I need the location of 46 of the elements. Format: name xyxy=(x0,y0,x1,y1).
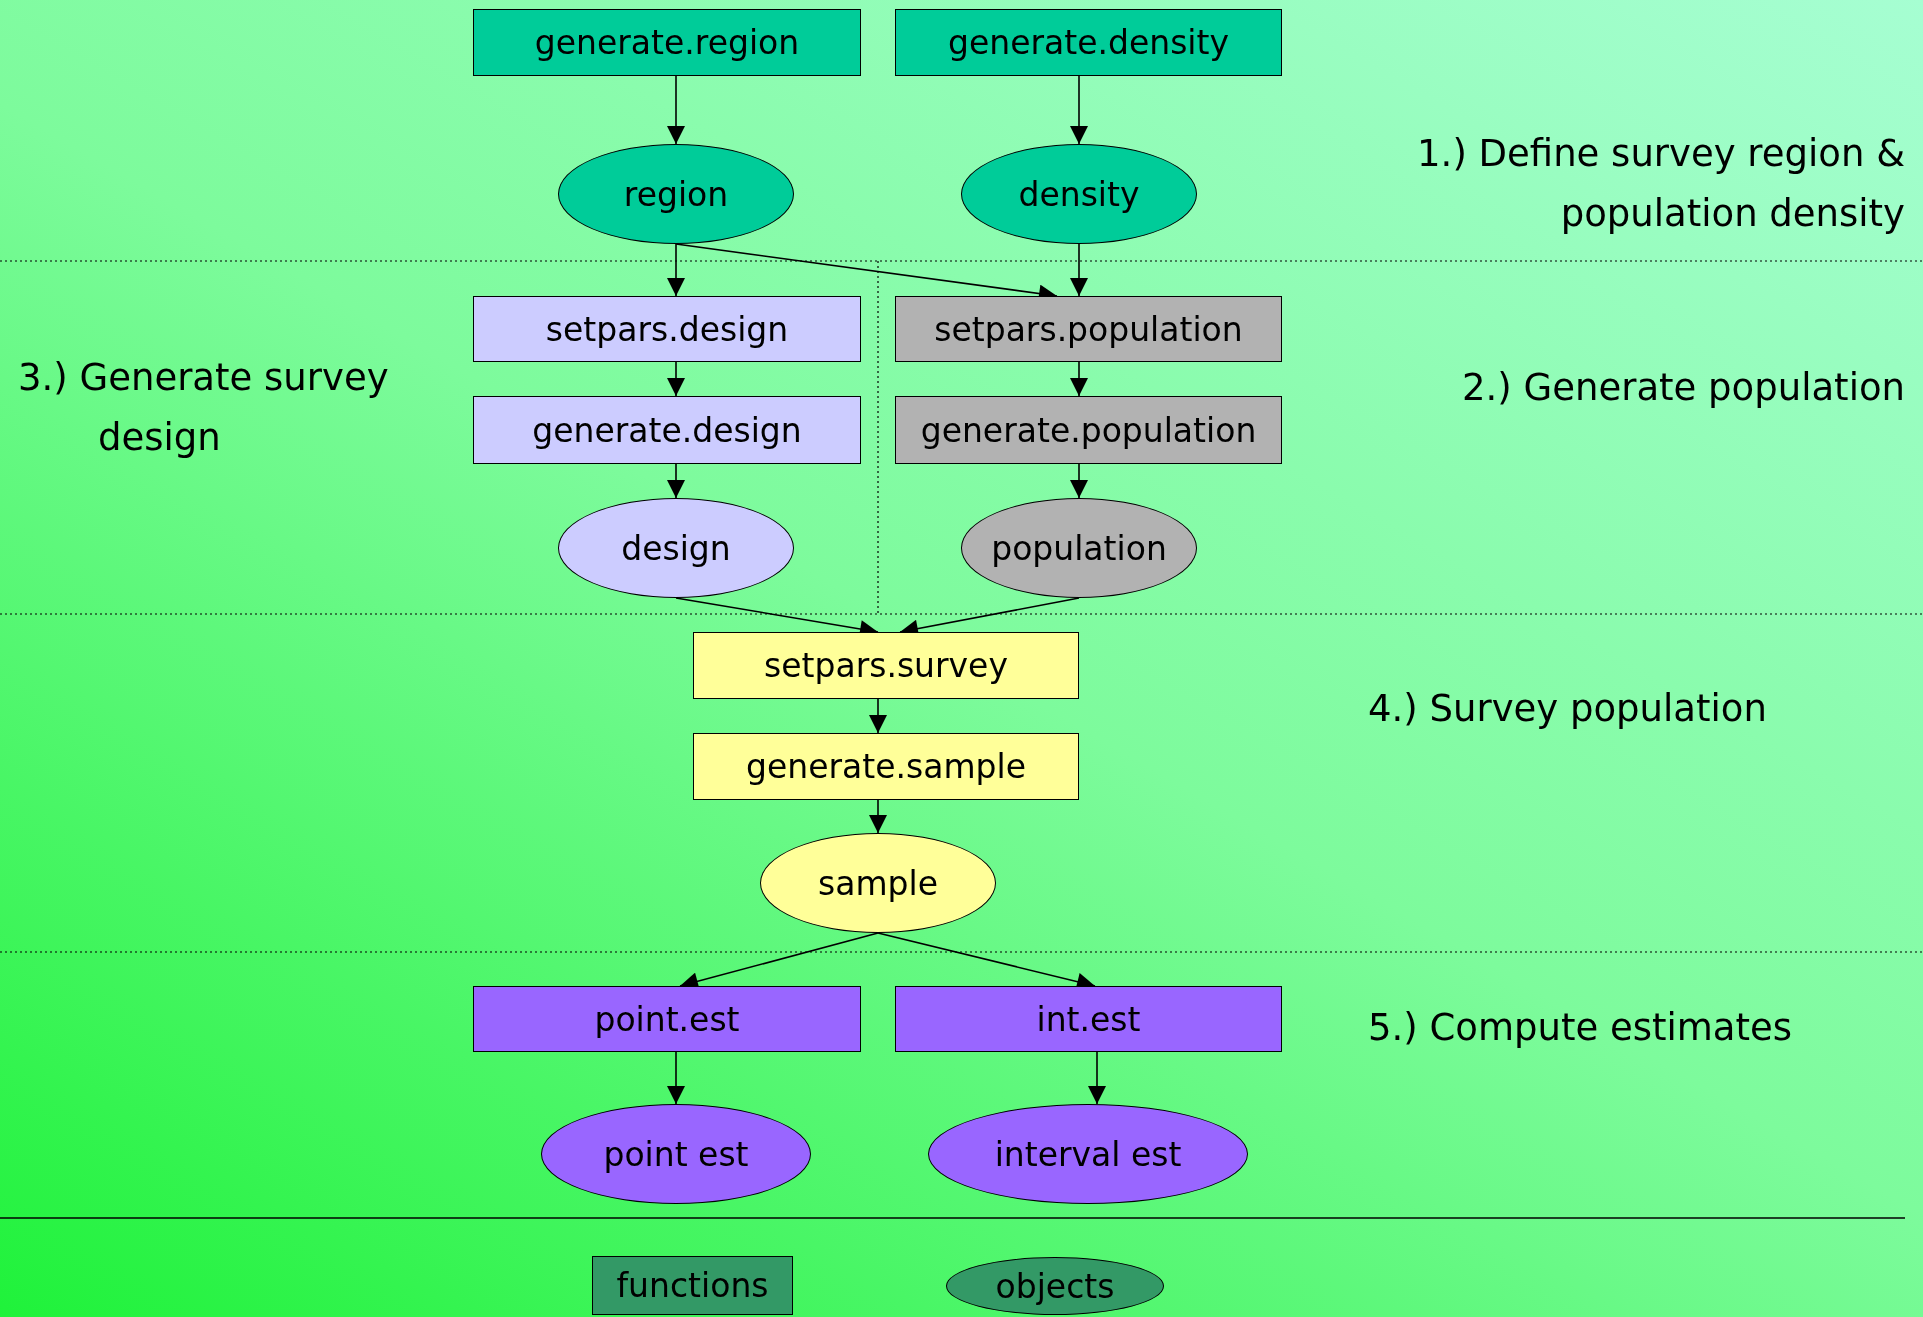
arrow xyxy=(667,75,685,145)
node-label: generate.design xyxy=(532,410,802,450)
node-label: setpars.design xyxy=(545,309,789,349)
function-box xyxy=(895,986,1282,1052)
node-label: interval est xyxy=(994,1134,1182,1174)
arrow xyxy=(869,698,887,734)
legend-label: functions xyxy=(616,1266,769,1305)
arrow xyxy=(667,463,685,499)
node-label: generate.sample xyxy=(746,747,1026,786)
arrow xyxy=(667,1051,685,1105)
node-label: point.est xyxy=(594,999,740,1039)
node-label: region xyxy=(623,174,729,214)
node-label: generate.population xyxy=(920,410,1257,450)
function-box xyxy=(693,632,1079,699)
node-label: int.est xyxy=(1036,999,1141,1039)
node-label: sample xyxy=(818,863,938,903)
function-box xyxy=(693,733,1079,800)
node-label: setpars.survey xyxy=(764,646,1008,685)
section-heading: 1.) Define survey region & population density xyxy=(1416,131,1905,237)
section-heading: 3.) Generate survey design xyxy=(18,355,390,461)
function-box xyxy=(473,396,861,464)
section-heading: 2.) Generate population xyxy=(1461,365,1905,411)
function-box xyxy=(895,396,1282,464)
arrow xyxy=(869,799,887,834)
node-label: point est xyxy=(603,1134,749,1174)
arrow xyxy=(667,243,685,297)
function-box xyxy=(473,986,861,1052)
section-heading: 4.) Survey population xyxy=(1368,686,1768,732)
arrow xyxy=(667,361,685,397)
function-box xyxy=(473,9,861,76)
arrow xyxy=(1070,243,1088,297)
arrow xyxy=(1070,463,1088,499)
function-box xyxy=(895,296,1282,362)
function-box xyxy=(895,9,1282,76)
function-box xyxy=(473,296,861,362)
arrow xyxy=(1088,1051,1106,1105)
arrow xyxy=(1070,361,1088,397)
node-label: design xyxy=(621,528,731,568)
node-label: population xyxy=(991,528,1167,568)
section-heading: 5.) Compute estimates xyxy=(1368,1005,1794,1051)
arrow xyxy=(1070,75,1088,145)
node-label: generate.density xyxy=(948,23,1229,62)
node-label: setpars.population xyxy=(934,309,1243,349)
legend-label: objects xyxy=(995,1266,1115,1306)
node-label: generate.region xyxy=(534,23,800,62)
node-label: density xyxy=(1018,174,1140,214)
